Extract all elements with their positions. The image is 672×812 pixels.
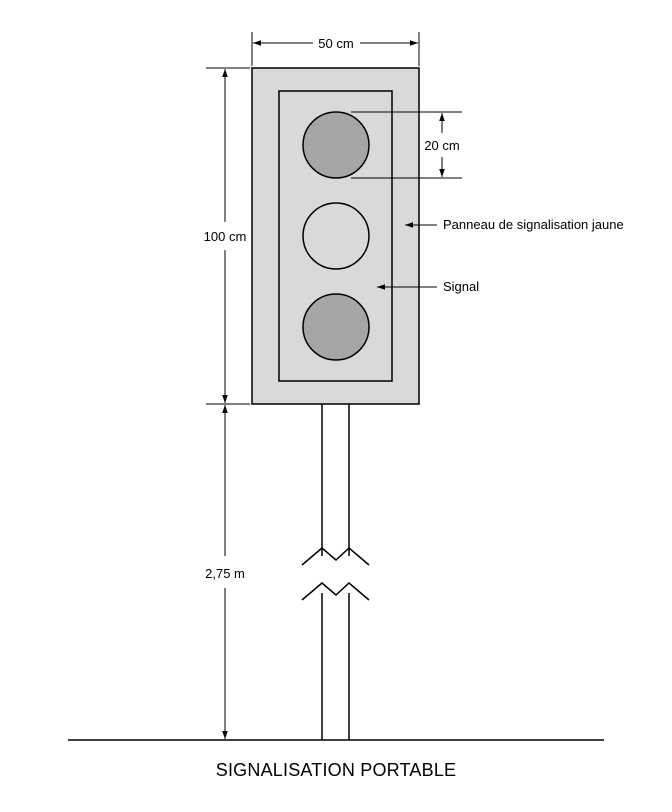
signal-callout: Signal [377,279,479,294]
diagram-title: SIGNALISATION PORTABLE [216,760,456,780]
middle-lens [302,202,370,270]
top-lens [302,111,370,179]
pole-break-upper [301,546,370,566]
pole-break-lower [301,581,370,601]
pole-height-dimension: 2,75 m [205,405,245,739]
lens-diameter-label: 20 cm [424,138,459,153]
pole [301,404,370,740]
panel-callout: Panneau de signalisation jaune [405,217,624,232]
panel-height-dimension: 100 cm [204,67,250,405]
bottom-lens [302,293,370,361]
panel-callout-label: Panneau de signalisation jaune [443,217,624,232]
signal-callout-label: Signal [443,279,479,294]
pole-height-label: 2,75 m [205,566,245,581]
panel-height-label: 100 cm [204,229,247,244]
width-dimension: 50 cm [251,32,420,66]
width-label: 50 cm [318,36,353,51]
lens-diameter-dimension: 20 cm [351,111,462,179]
